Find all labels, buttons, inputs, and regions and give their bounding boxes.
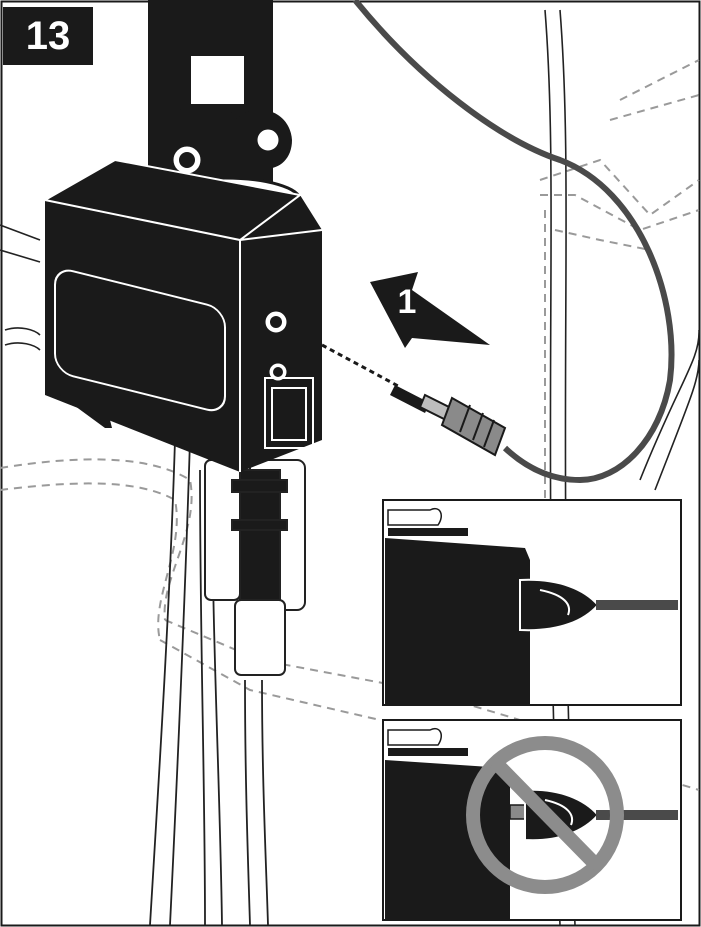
prohibition-icon [466, 736, 624, 894]
inset-correct [382, 499, 682, 706]
battery-door [264, 377, 314, 449]
insertion-guide [321, 343, 401, 389]
control-box-panel [54, 269, 226, 412]
sensor-cable [352, 0, 675, 484]
callout-number: 1 [397, 283, 417, 321]
insert-direction-arrow [370, 272, 490, 348]
step-number-badge: 13 [3, 7, 93, 65]
inset-incorrect [382, 719, 682, 921]
control-box [42, 158, 323, 472]
hose-coupling [204, 459, 306, 676]
